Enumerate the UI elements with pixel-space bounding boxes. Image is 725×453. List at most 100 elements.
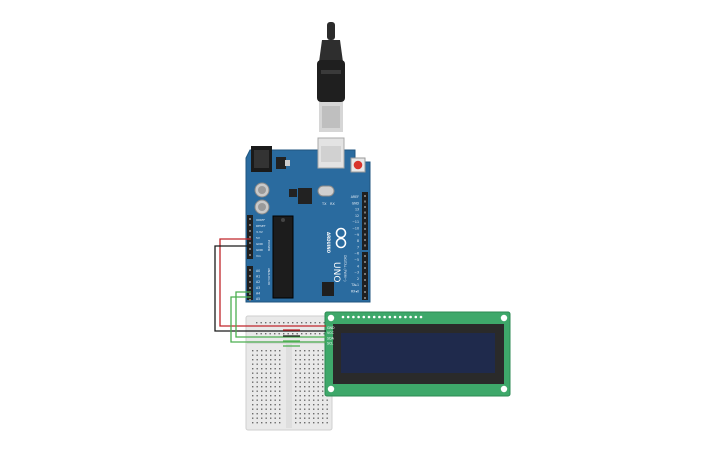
header-pin[interactable] xyxy=(249,242,251,244)
breadboard-hole[interactable] xyxy=(317,386,319,388)
breadboard-hole[interactable] xyxy=(274,354,276,356)
breadboard-hole[interactable] xyxy=(305,333,307,335)
header-pin[interactable] xyxy=(249,218,251,220)
breadboard-hole[interactable] xyxy=(256,413,258,415)
breadboard-hole[interactable] xyxy=(304,399,306,401)
breadboard-hole[interactable] xyxy=(295,381,297,383)
breadboard-hole[interactable] xyxy=(252,422,254,424)
header-pin[interactable] xyxy=(364,279,366,281)
breadboard-hole[interactable] xyxy=(317,350,319,352)
breadboard-hole[interactable] xyxy=(261,381,263,383)
breadboard-hole[interactable] xyxy=(308,381,310,383)
breadboard-hole[interactable] xyxy=(252,372,254,374)
breadboard-hole[interactable] xyxy=(256,422,258,424)
breadboard-hole[interactable] xyxy=(260,333,262,335)
breadboard-hole[interactable] xyxy=(274,363,276,365)
header-pin[interactable] xyxy=(249,281,251,283)
breadboard-hole[interactable] xyxy=(323,322,325,324)
wire-5v[interactable] xyxy=(219,238,326,327)
breadboard-hole[interactable] xyxy=(292,322,294,324)
breadboard-hole[interactable] xyxy=(279,381,281,383)
breadboard-hole[interactable] xyxy=(322,350,324,352)
breadboard-hole[interactable] xyxy=(304,359,306,361)
header-pin[interactable] xyxy=(249,275,251,277)
breadboard-hole[interactable] xyxy=(310,333,312,335)
breadboard-hole[interactable] xyxy=(304,386,306,388)
breadboard-hole[interactable] xyxy=(265,363,267,365)
breadboard-hole[interactable] xyxy=(256,399,258,401)
breadboard-hole[interactable] xyxy=(299,390,301,392)
breadboard-hole[interactable] xyxy=(279,372,281,374)
breadboard-hole[interactable] xyxy=(317,363,319,365)
breadboard-hole[interactable] xyxy=(322,354,324,356)
breadboard-hole[interactable] xyxy=(274,368,276,370)
breadboard-hole[interactable] xyxy=(299,422,301,424)
breadboard[interactable] xyxy=(245,315,333,431)
breadboard-hole[interactable] xyxy=(295,390,297,392)
breadboard-hole[interactable] xyxy=(256,368,258,370)
breadboard-hole[interactable] xyxy=(308,368,310,370)
breadboard-hole[interactable] xyxy=(256,417,258,419)
breadboard-hole[interactable] xyxy=(256,359,258,361)
breadboard-hole[interactable] xyxy=(322,417,324,419)
breadboard-hole[interactable] xyxy=(304,372,306,374)
header-pin[interactable] xyxy=(249,236,251,238)
breadboard-hole[interactable] xyxy=(314,322,316,324)
breadboard-hole[interactable] xyxy=(308,404,310,406)
breadboard-hole[interactable] xyxy=(322,399,324,401)
header-pin[interactable] xyxy=(364,217,366,219)
breadboard-hole[interactable] xyxy=(279,422,281,424)
breadboard-hole[interactable] xyxy=(317,372,319,374)
breadboard-hole[interactable] xyxy=(296,322,298,324)
breadboard-hole[interactable] xyxy=(326,404,328,406)
breadboard-hole[interactable] xyxy=(301,333,303,335)
breadboard-hole[interactable] xyxy=(279,386,281,388)
breadboard-hole[interactable] xyxy=(274,322,276,324)
breadboard-hole[interactable] xyxy=(256,363,258,365)
breadboard-hole[interactable] xyxy=(270,381,272,383)
breadboard-hole[interactable] xyxy=(326,422,328,424)
breadboard-hole[interactable] xyxy=(299,372,301,374)
breadboard-hole[interactable] xyxy=(256,390,258,392)
breadboard-hole[interactable] xyxy=(292,333,294,335)
breadboard-hole[interactable] xyxy=(295,404,297,406)
breadboard-hole[interactable] xyxy=(265,390,267,392)
breadboard-hole[interactable] xyxy=(270,359,272,361)
breadboard-hole[interactable] xyxy=(261,386,263,388)
breadboard-hole[interactable] xyxy=(322,386,324,388)
breadboard-hole[interactable] xyxy=(279,408,281,410)
breadboard-hole[interactable] xyxy=(252,350,254,352)
breadboard-hole[interactable] xyxy=(304,390,306,392)
breadboard-hole[interactable] xyxy=(295,363,297,365)
breadboard-hole[interactable] xyxy=(265,354,267,356)
breadboard-hole[interactable] xyxy=(274,395,276,397)
breadboard-hole[interactable] xyxy=(317,413,319,415)
breadboard-hole[interactable] xyxy=(256,333,258,335)
breadboard-hole[interactable] xyxy=(299,354,301,356)
header-pin[interactable] xyxy=(249,254,251,256)
breadboard-hole[interactable] xyxy=(308,399,310,401)
header-pin[interactable] xyxy=(249,224,251,226)
breadboard-hole[interactable] xyxy=(313,359,315,361)
header-pin[interactable] xyxy=(364,206,366,208)
breadboard-hole[interactable] xyxy=(256,395,258,397)
breadboard-hole[interactable] xyxy=(299,408,301,410)
breadboard-hole[interactable] xyxy=(317,359,319,361)
breadboard-hole[interactable] xyxy=(295,354,297,356)
header-pin[interactable] xyxy=(364,261,366,263)
breadboard-hole[interactable] xyxy=(283,333,285,335)
breadboard-hole[interactable] xyxy=(256,408,258,410)
breadboard-hole[interactable] xyxy=(319,322,321,324)
breadboard-hole[interactable] xyxy=(252,368,254,370)
breadboard-hole[interactable] xyxy=(265,404,267,406)
breadboard-hole[interactable] xyxy=(308,377,310,379)
breadboard-hole[interactable] xyxy=(299,363,301,365)
breadboard-hole[interactable] xyxy=(256,354,258,356)
breadboard-hole[interactable] xyxy=(317,395,319,397)
breadboard-hole[interactable] xyxy=(317,408,319,410)
breadboard-hole[interactable] xyxy=(313,350,315,352)
breadboard-hole[interactable] xyxy=(252,404,254,406)
breadboard-hole[interactable] xyxy=(261,354,263,356)
header-pin[interactable] xyxy=(364,273,366,275)
breadboard-hole[interactable] xyxy=(308,354,310,356)
